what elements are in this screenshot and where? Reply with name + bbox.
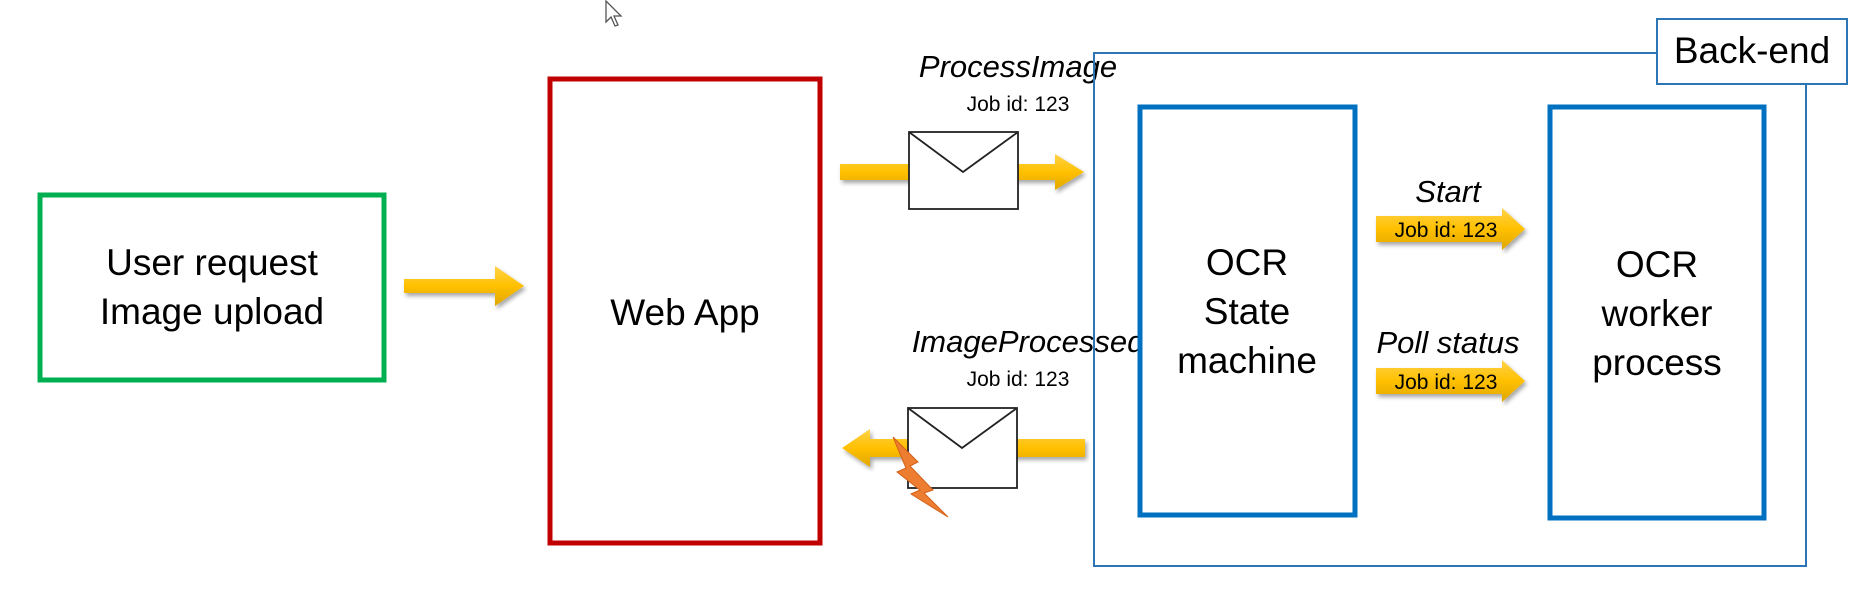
start-job: Job id: 123 — [1395, 219, 1498, 242]
webapp-label: Web App — [610, 292, 759, 333]
user-request-box: User request Image upload — [37, 192, 387, 383]
poll-status-label: Poll status — [1376, 325, 1519, 360]
worker-box-line-2: worker — [1600, 293, 1712, 334]
ocr-state-machine-box: OCR State machine — [1137, 104, 1358, 518]
user-request-line-2: Image upload — [100, 291, 324, 332]
envelope-icon — [908, 131, 1019, 210]
state-box-line-3: machine — [1177, 340, 1317, 381]
start-label: Start — [1415, 174, 1482, 209]
backend-container: Back-end — [1093, 18, 1848, 567]
ocr-worker-process-box: OCR worker process — [1547, 104, 1767, 521]
worker-box-line-3: process — [1592, 342, 1722, 383]
poll-status-arrow — [1376, 360, 1525, 402]
state-box-line-2: State — [1204, 291, 1290, 332]
process-image-job: Job id: 123 — [967, 93, 1070, 116]
image-processed-job: Job id: 123 — [967, 368, 1070, 391]
worker-box-line-1: OCR — [1616, 244, 1698, 285]
user-request-line-1: User request — [106, 242, 319, 283]
poll-status-job: Job id: 123 — [1395, 371, 1498, 394]
backend-title: Back-end — [1674, 30, 1830, 71]
state-box-line-1: OCR — [1206, 242, 1288, 283]
webapp-box: Web App — [547, 76, 823, 546]
image-processed-label: ImageProcessed — [912, 324, 1146, 359]
request-arrow — [404, 266, 524, 306]
lightning-icon — [892, 436, 949, 518]
process-image-label: ProcessImage — [919, 49, 1117, 84]
start-arrow — [1376, 208, 1525, 250]
mouse-cursor-icon — [605, 0, 623, 27]
envelope-icon — [907, 407, 1018, 489]
